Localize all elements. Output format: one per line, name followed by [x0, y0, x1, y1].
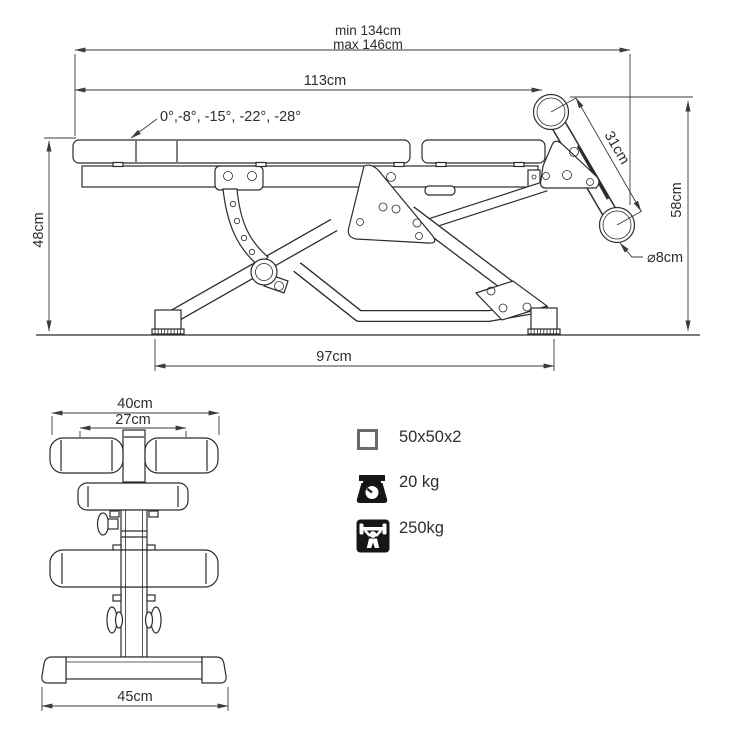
dim-length-top-label: 113cm	[304, 73, 346, 89]
fv-seat-pad	[49, 549, 219, 588]
main-rail	[81, 165, 541, 196]
fv-base	[41, 656, 227, 684]
dim-height-front-label: 48cm	[31, 212, 47, 247]
dim-span-min-label: min 134cm	[335, 23, 401, 38]
rear-foot	[527, 307, 561, 335]
dim-roller-arm-label: 31cm	[601, 129, 633, 168]
fv-backrest-pad	[77, 482, 189, 511]
gusset-plate	[347, 164, 436, 244]
front-view: 40cm 27cm 45cm	[41, 396, 229, 711]
dim-span-max-label: max 146cm	[333, 37, 403, 52]
dim-roller-diameter-label: ⌀8cm	[647, 250, 683, 266]
dim-pad-width-label: 27cm	[115, 412, 150, 428]
weight-label: 20 kg	[399, 473, 440, 491]
legend-item-weight: 20 kg	[356, 473, 440, 503]
rear-lower-plate	[474, 280, 549, 321]
dim-height-rear-label: 58cm	[669, 182, 685, 217]
bench-pads	[72, 139, 546, 168]
legend-item-tube-profile: 50x50x2	[356, 428, 462, 450]
roller-arm	[532, 93, 636, 244]
max-load-label: 250kg	[399, 519, 444, 537]
fv-post	[122, 429, 146, 483]
dim-footprint-label: 97cm	[316, 349, 351, 365]
incline-adjuster	[214, 165, 289, 294]
fv-rollers	[49, 437, 219, 474]
front-view-dimensions: 40cm 27cm 45cm	[41, 396, 229, 711]
dim-base-width-label: 45cm	[117, 689, 152, 705]
front-foot	[151, 309, 185, 335]
tube-profile-label: 50x50x2	[399, 428, 462, 446]
angle-positions-label: 0°,-8°, -15°, -22°, -28°	[160, 109, 301, 125]
side-view-dimensions: min 134cm max 146cm 113cm 0°,-8°, -15°, …	[31, 23, 693, 371]
dim-roller-span-label: 40cm	[117, 396, 152, 412]
side-view: min 134cm max 146cm 113cm 0°,-8°, -15°, …	[31, 23, 700, 371]
fv-wing-knobs	[106, 606, 162, 634]
legend-item-max-load: 250kg	[356, 519, 444, 553]
